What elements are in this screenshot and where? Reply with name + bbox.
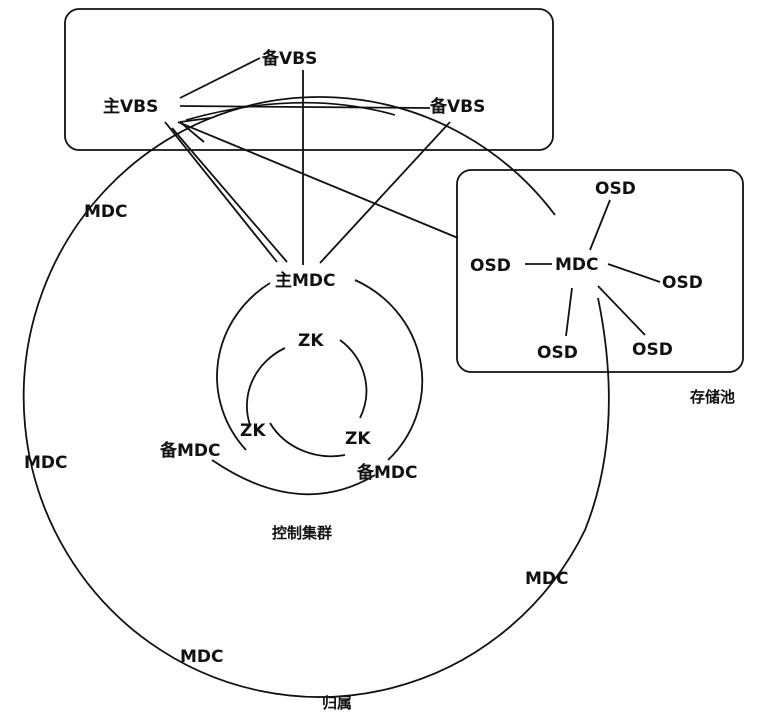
caption-home: 归属 [322,694,352,712]
vbs-group-box [64,8,554,151]
zk-ring [246,339,368,458]
link-mdc-osd-top [589,199,611,251]
link-primary-vbs-primary-mdc [171,127,288,263]
label-primary-mdc: 主MDC [275,270,336,291]
home-ring [22,96,586,698]
label-zk-left: ZK [240,421,266,441]
label-storage-mdc: MDC [555,255,599,275]
label-standby-mdc-left: 备MDC [159,440,221,461]
label-zk-top: ZK [298,331,324,351]
label-mdc-bottom: MDC [180,647,224,667]
label-zk-right: ZK [345,429,371,449]
arrow-head [179,117,211,143]
caption-storage-pool: 存储池 [690,388,735,406]
label-osd-bottom-left: OSD [537,343,578,363]
label-osd-right: OSD [662,273,703,293]
link-primary-vbs-primary-mdc-2 [164,121,278,263]
link-primary-vbs-storage-pool [177,121,459,239]
link-primary-vbs-standby-right [179,105,431,109]
link-mdc-osd-bottom-left [565,287,573,337]
label-standby-mdc-right: 备MDC [356,462,418,483]
link-primary-vbs-standby-top [179,57,261,99]
label-standby-vbs-top: 备VBS [261,48,317,69]
label-standby-vbs-right: 备VBS [429,96,485,117]
label-primary-vbs: 主VBS [103,96,158,117]
control-cluster-ring-bottom [211,459,376,496]
home-ring-right-segment [584,297,610,531]
home-ring-inner-arc [185,101,396,121]
label-osd-bottom-right: OSD [632,340,673,360]
label-mdc-upper-left: MDC [84,202,128,222]
link-mdc-osd-right [607,263,661,283]
link-mdc-osd-bottom-right [597,285,646,336]
caption-control-cluster: 控制集群 [272,524,332,542]
label-mdc-bottom-right: MDC [525,569,569,589]
label-osd-left: OSD [470,256,511,276]
control-cluster-ring [216,279,424,461]
label-mdc-left: MDC [24,453,68,473]
storage-pool-box [456,169,744,373]
link-standby-right-primary-mdc [319,121,451,264]
label-osd-top: OSD [595,179,636,199]
